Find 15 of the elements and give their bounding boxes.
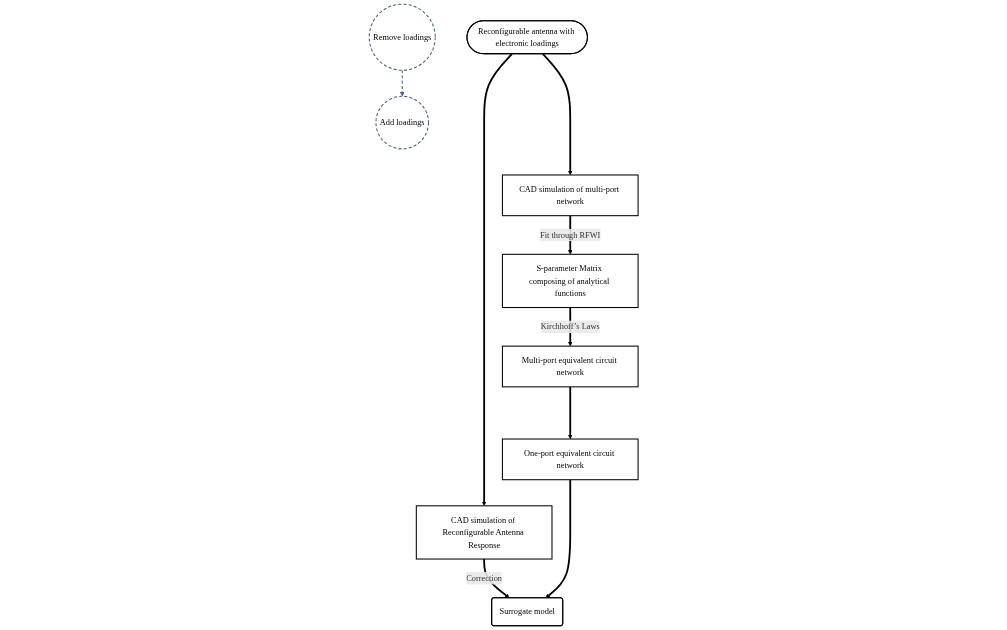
arrow (481, 52, 513, 506)
node-circle: Remove loadings (368, 3, 436, 71)
arrow (567, 385, 573, 440)
arrow (541, 52, 573, 176)
edge-label: Fit through RFWI (539, 230, 601, 240)
edge-label: Kirchhoff’s Laws (540, 322, 600, 331)
node-box: CAD simulation of multi-port network (501, 174, 639, 217)
node-box: One-port equivalent circuit network (501, 438, 639, 481)
arrow (399, 69, 405, 97)
node-circle: Add loadings (375, 95, 429, 150)
edge-label: Correction (466, 573, 502, 583)
node-box: S-parameter Matrix composing of analytical functions (501, 253, 639, 309)
node-box: CAD simulation of Reconfigurable Antenna Response (415, 505, 553, 560)
node-box: Multi-port equivalent circuit network (501, 345, 639, 388)
arrow (545, 478, 572, 599)
